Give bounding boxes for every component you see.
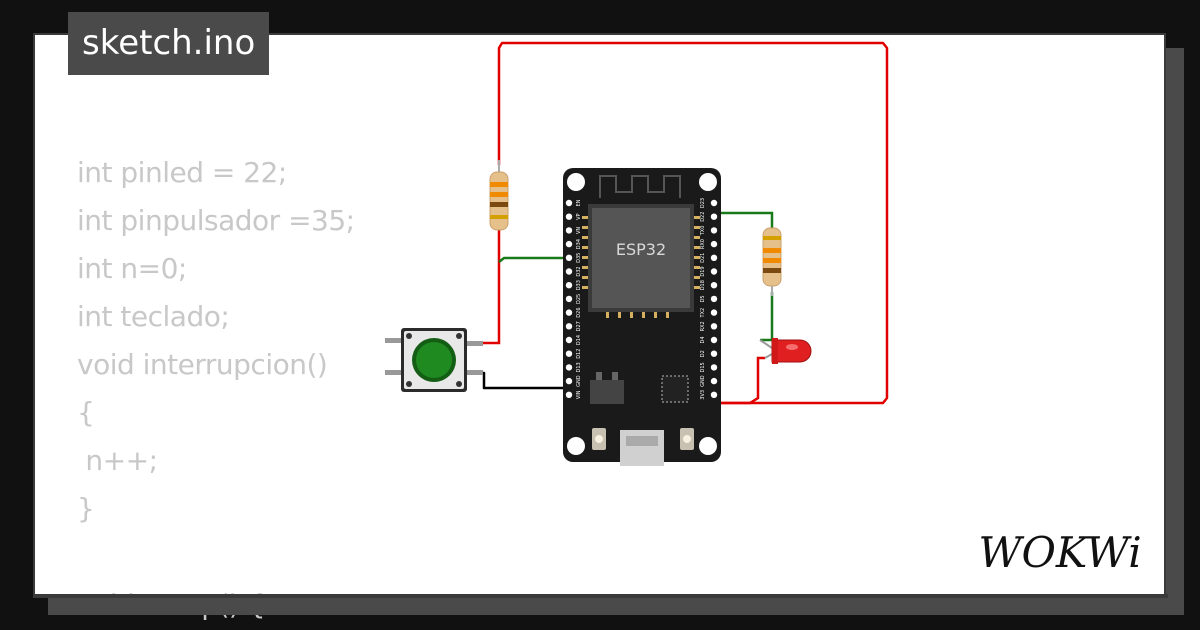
pin-label: TX2 xyxy=(700,308,706,319)
code-line: void interrupcion() xyxy=(77,348,328,381)
led-icon[interactable] xyxy=(759,338,812,364)
pin-hole[interactable] xyxy=(565,309,573,316)
pin-hole[interactable] xyxy=(710,391,718,398)
pin-label: RX0 xyxy=(700,239,706,249)
pin-label: D34 xyxy=(576,239,582,249)
esp32-label: ESP32 xyxy=(616,240,666,259)
pin-label: D27 xyxy=(576,321,582,331)
pin-hole[interactable] xyxy=(565,254,573,261)
wire-red-top xyxy=(497,41,889,405)
pin-hole[interactable] xyxy=(710,295,718,303)
pin-hole[interactable] xyxy=(710,268,718,275)
pin-label: VN xyxy=(576,227,582,234)
pin-hole[interactable] xyxy=(710,336,718,344)
pin-hole[interactable] xyxy=(710,350,718,357)
code-line: n++; xyxy=(77,444,158,477)
pin-hole[interactable] xyxy=(565,240,573,248)
module-pins xyxy=(582,216,700,318)
pin-label: D2 xyxy=(700,350,706,357)
pin-label: D35 xyxy=(576,253,582,263)
pin-label: D26 xyxy=(576,307,582,317)
code-line: int pinpulsador =35; xyxy=(77,204,355,237)
pin-hole[interactable] xyxy=(565,391,573,398)
pin-label: D25 xyxy=(576,294,582,304)
pin-hole[interactable] xyxy=(565,364,573,371)
pin-label: D18 xyxy=(700,280,706,290)
pin-label: D4 xyxy=(700,336,706,343)
pin-hole[interactable] xyxy=(710,227,718,234)
wire-red-led xyxy=(712,356,765,405)
pin-hole[interactable] xyxy=(565,282,573,289)
pin-hole[interactable] xyxy=(710,364,718,371)
pin-label: GND xyxy=(576,375,582,387)
pin-label: D15 xyxy=(700,362,706,372)
pin-label: D23 xyxy=(700,198,706,208)
pin-label: D14 xyxy=(576,335,582,345)
wire-green-d22 xyxy=(712,211,774,230)
pin-hole[interactable] xyxy=(710,213,718,220)
sketch-filename-tab[interactable]: sketch.ino xyxy=(68,12,270,75)
pin-hole[interactable] xyxy=(710,377,718,385)
code-line: int n=0; xyxy=(77,252,187,285)
pin-label: D22 xyxy=(700,212,706,222)
pin-hole[interactable] xyxy=(710,323,718,330)
resistor-right-icon[interactable] xyxy=(762,227,782,296)
code-line: { xyxy=(77,396,95,429)
wokwi-logo-icon: WOKWi xyxy=(978,528,1141,577)
pushbutton-icon[interactable] xyxy=(385,328,483,392)
pin-label: D13 xyxy=(576,362,582,372)
pin-hole[interactable] xyxy=(565,336,573,344)
pin-label: D12 xyxy=(576,349,582,359)
pin-hole[interactable] xyxy=(710,309,718,316)
wire-green-led xyxy=(760,292,774,342)
pin-hole[interactable] xyxy=(565,268,573,275)
pin-label: D5 xyxy=(700,295,706,302)
pin-hole[interactable] xyxy=(565,377,573,385)
pin-hole[interactable] xyxy=(565,213,573,220)
pin-label: VP xyxy=(576,213,582,219)
wire-black-gnd xyxy=(470,371,570,390)
wire-red-button xyxy=(470,228,501,345)
pin-hole[interactable] xyxy=(565,227,573,234)
code-line: } xyxy=(77,492,95,525)
pin-label: D21 xyxy=(700,253,706,263)
pin-hole[interactable] xyxy=(565,323,573,330)
pin-label: D33 xyxy=(576,280,582,290)
pin-label: 3V3 xyxy=(700,390,706,400)
pin-hole[interactable] xyxy=(710,254,718,261)
pin-hole[interactable] xyxy=(710,282,718,289)
pin-label: VIN xyxy=(576,390,582,399)
pin-label: D19 xyxy=(700,266,706,276)
code-preview: int pinled = 22; int pinpulsador =35; in… xyxy=(77,149,355,629)
code-line: int teclado; xyxy=(77,300,230,333)
pin-hole[interactable] xyxy=(565,295,573,303)
pin-hole[interactable] xyxy=(710,199,718,207)
pin-hole[interactable] xyxy=(565,350,573,357)
pin-hole[interactable] xyxy=(565,199,573,207)
resistor-left-icon[interactable] xyxy=(489,160,509,231)
pin-label: D32 xyxy=(576,266,582,276)
pin-label: RX2 xyxy=(700,321,706,331)
card-bottom-shadow xyxy=(48,598,1184,615)
code-line: int pinled = 22; xyxy=(77,156,287,189)
pin-hole[interactable] xyxy=(710,240,718,248)
wokwi-logo-text: WOKWi xyxy=(978,528,1141,577)
pin-label: TX0 xyxy=(700,226,706,237)
pin-label: GND xyxy=(700,375,706,387)
card-bottom-mask xyxy=(33,594,1168,598)
pin-label: EN xyxy=(576,199,582,206)
